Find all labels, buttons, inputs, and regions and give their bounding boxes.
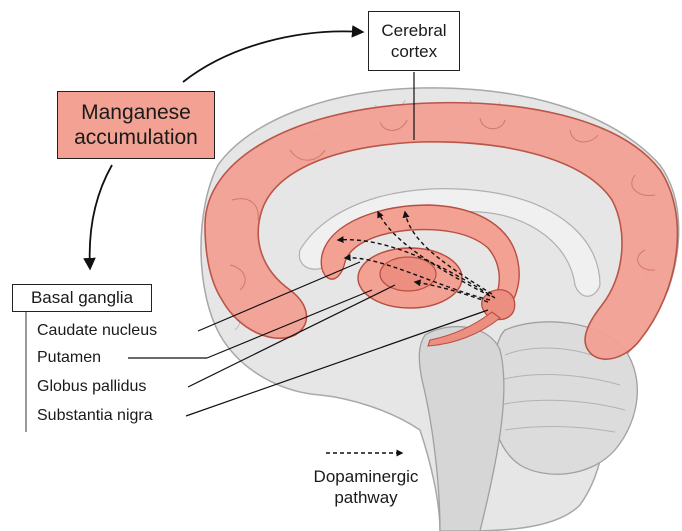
arrow-to-basal-ganglia xyxy=(90,165,112,268)
putamen-label: Putamen xyxy=(37,349,101,367)
arrow-to-cortex xyxy=(183,31,362,82)
basal-ganglia-label: Basal ganglia xyxy=(31,288,133,308)
manganese-accumulation-box: Manganese accumulation xyxy=(57,91,215,159)
legend-pathway-label: Dopaminergic pathway xyxy=(286,466,446,508)
substantia-nigra-label: Substantia nigra xyxy=(37,407,153,425)
manganese-label: Manganese accumulation xyxy=(74,100,198,150)
globus-pallidus-label: Globus pallidus xyxy=(37,378,146,396)
cerebral-cortex-box: Cerebral cortex xyxy=(368,11,460,71)
basal-ganglia-box: Basal ganglia xyxy=(12,284,152,312)
caudate-nucleus-label: Caudate nucleus xyxy=(37,322,157,340)
cortex-label: Cerebral cortex xyxy=(381,20,446,62)
globus-pallidus-region xyxy=(380,257,436,291)
